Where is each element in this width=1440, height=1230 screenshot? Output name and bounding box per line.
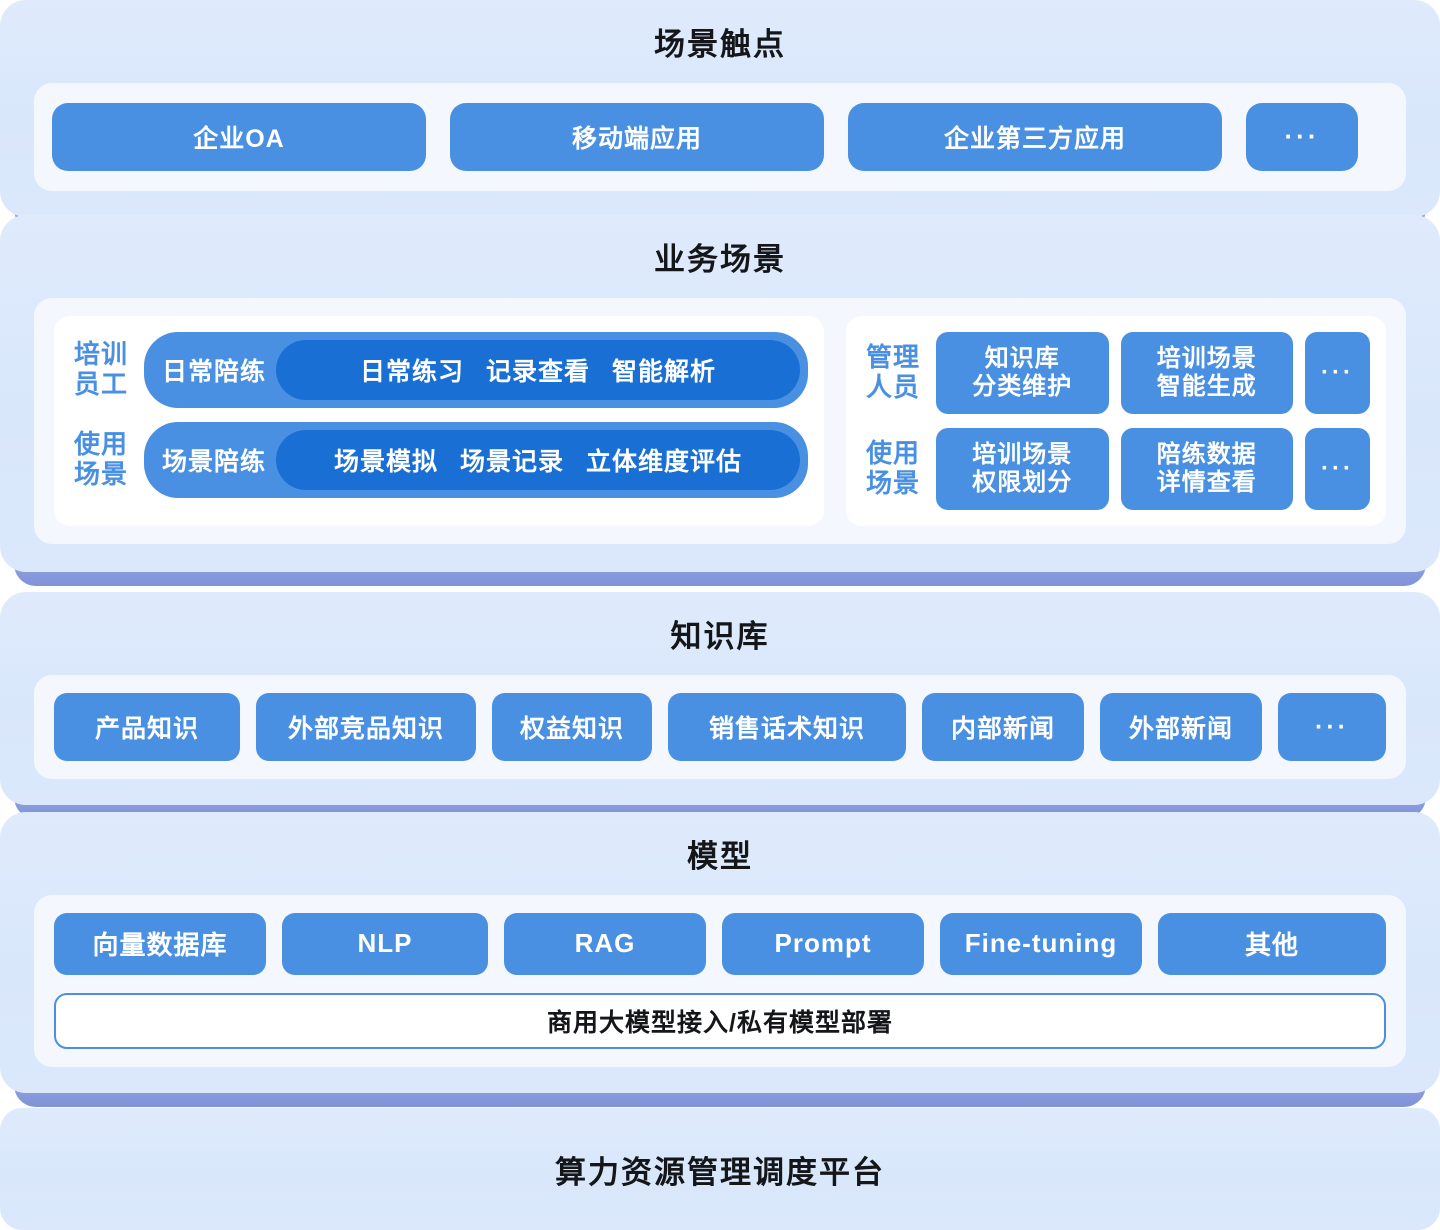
layer-title-model: 模型 <box>687 839 753 874</box>
business-combo-scenario-coaching[interactable]: 场景陪练 场景模拟 场景记录 立体维度评估 <box>144 421 808 498</box>
business-container: 培训 员工 日常陪练 日常练习 记录查看 智能解析 <box>34 297 1406 544</box>
layer-knowledge-base: 知识库 产品知识 外部竞品知识 权益知识 销售话术知识 内部新闻 外部新闻 ··… <box>0 592 1440 819</box>
knowledge-item-benefits[interactable]: 权益知识 <box>492 692 652 761</box>
business-label-usage-scenario: 使用 场景 <box>73 429 128 489</box>
business-line: 管理 人员 知识库 分类维护 培训场景 智能生成 ··· <box>862 331 1371 414</box>
layer-title-touchpoints: 场景触点 <box>654 27 786 62</box>
touchpoint-item-third-party-app[interactable]: 企业第三方应用 <box>848 102 1222 171</box>
layer-title-business-scenarios: 业务场景 <box>654 242 786 277</box>
combo-inner-items: 日常练习 记录查看 智能解析 <box>276 339 800 400</box>
layer-face: 知识库 产品知识 外部竞品知识 权益知识 销售话术知识 内部新闻 外部新闻 ··… <box>0 592 1440 805</box>
knowledge-item-internal-news[interactable]: 内部新闻 <box>922 692 1084 761</box>
combo-item[interactable]: 日常练习 <box>359 357 464 386</box>
layer-title-knowledge-base: 知识库 <box>670 619 770 654</box>
business-card-admin: 管理 人员 知识库 分类维护 培训场景 智能生成 ··· 使用 场景 培训场景 … <box>846 315 1386 526</box>
knowledge-item-sales-script[interactable]: 销售话术知识 <box>668 692 906 761</box>
model-item-nlp[interactable]: NLP <box>282 912 488 975</box>
business-combo-daily-coaching[interactable]: 日常陪练 日常练习 记录查看 智能解析 <box>144 331 808 408</box>
model-item-vector-database[interactable]: 向量数据库 <box>54 912 266 975</box>
layer-face: 算力资源管理调度平台 <box>0 1108 1440 1230</box>
business-line: 使用 场景 场景陪练 场景模拟 场景记录 立体维度评估 <box>70 421 808 498</box>
business-item-training-scene-generation[interactable]: 培训场景 智能生成 <box>1120 331 1294 414</box>
model-container: 向量数据库 NLP RAG Prompt Fine-tuning 其他 商用大模… <box>34 894 1406 1067</box>
layer-model: 模型 向量数据库 NLP RAG Prompt Fine-tuning 其他 商… <box>0 812 1440 1107</box>
business-more-ellipsis-icon[interactable]: ··· <box>1305 427 1371 510</box>
combo-item[interactable]: 记录查看 <box>486 357 591 386</box>
knowledge-item-product[interactable]: 产品知识 <box>54 692 240 761</box>
business-line: 培训 员工 日常陪练 日常练习 记录查看 智能解析 <box>70 331 808 408</box>
touchpoints-row: 企业OA 移动端应用 企业第三方应用 ··· <box>52 102 1388 171</box>
business-more-ellipsis-icon[interactable]: ··· <box>1305 331 1371 414</box>
model-item-other[interactable]: 其他 <box>1158 912 1386 975</box>
knowledge-item-external-news[interactable]: 外部新闻 <box>1100 692 1262 761</box>
knowledge-container: 产品知识 外部竞品知识 权益知识 销售话术知识 内部新闻 外部新闻 ··· <box>34 674 1406 779</box>
layer-face: 模型 向量数据库 NLP RAG Prompt Fine-tuning 其他 商… <box>0 812 1440 1093</box>
layer-touchpoints: 场景触点 企业OA 移动端应用 企业第三方应用 ··· <box>0 0 1440 231</box>
combo-head-label: 日常陪练 <box>162 357 267 386</box>
business-label-admin: 管理 人员 <box>865 342 920 402</box>
touchpoints-container: 企业OA 移动端应用 企业第三方应用 ··· <box>34 82 1406 191</box>
business-pill-group: 培训场景 权限划分 陪练数据 详情查看 ··· <box>936 427 1371 510</box>
combo-item[interactable]: 智能解析 <box>612 357 717 386</box>
combo-head-label: 场景陪练 <box>162 447 267 476</box>
model-item-prompt[interactable]: Prompt <box>722 912 924 975</box>
combo-inner-items: 场景模拟 场景记录 立体维度评估 <box>276 429 800 490</box>
touchpoint-item-enterprise-oa[interactable]: 企业OA <box>52 102 426 171</box>
knowledge-row: 产品知识 外部竞品知识 权益知识 销售话术知识 内部新闻 外部新闻 ··· <box>54 692 1386 761</box>
combo-item[interactable]: 场景记录 <box>460 447 565 476</box>
business-pill-group: 知识库 分类维护 培训场景 智能生成 ··· <box>936 331 1371 414</box>
layer-face: 业务场景 培训 员工 日常陪练 日常练习 记录查看 智能解析 <box>0 215 1440 572</box>
knowledge-more-ellipsis-icon[interactable]: ··· <box>1278 692 1386 761</box>
business-item-coaching-data-details[interactable]: 陪练数据 详情查看 <box>1120 427 1294 510</box>
business-row: 培训 员工 日常陪练 日常练习 记录查看 智能解析 <box>54 315 1386 526</box>
layer-face: 场景触点 企业OA 移动端应用 企业第三方应用 ··· <box>0 0 1440 217</box>
business-label-usage-scenario: 使用 场景 <box>865 438 920 498</box>
touchpoint-more-ellipsis-icon[interactable]: ··· <box>1246 102 1358 171</box>
model-row: 向量数据库 NLP RAG Prompt Fine-tuning 其他 <box>54 912 1386 975</box>
business-card-trainee: 培训 员工 日常陪练 日常练习 记录查看 智能解析 <box>54 315 824 526</box>
business-item-training-scene-permissions[interactable]: 培训场景 权限划分 <box>936 427 1109 510</box>
layer-compute-platform: 算力资源管理调度平台 <box>0 1108 1440 1230</box>
layer-title-compute-platform: 算力资源管理调度平台 <box>555 1154 885 1190</box>
model-deployment-banner: 商用大模型接入/私有模型部署 <box>54 992 1386 1049</box>
combo-item[interactable]: 立体维度评估 <box>586 447 743 476</box>
model-item-fine-tuning[interactable]: Fine-tuning <box>940 912 1142 975</box>
business-line: 使用 场景 培训场景 权限划分 陪练数据 详情查看 ··· <box>862 427 1371 510</box>
combo-item[interactable]: 场景模拟 <box>333 447 438 476</box>
model-item-rag[interactable]: RAG <box>504 912 706 975</box>
business-label-trainee: 培训 员工 <box>73 339 128 399</box>
business-item-kb-category-maintenance[interactable]: 知识库 分类维护 <box>936 331 1109 414</box>
knowledge-item-external-competitor[interactable]: 外部竞品知识 <box>256 692 476 761</box>
layer-business-scenarios: 业务场景 培训 员工 日常陪练 日常练习 记录查看 智能解析 <box>0 215 1440 586</box>
touchpoint-item-mobile-app[interactable]: 移动端应用 <box>450 102 824 171</box>
